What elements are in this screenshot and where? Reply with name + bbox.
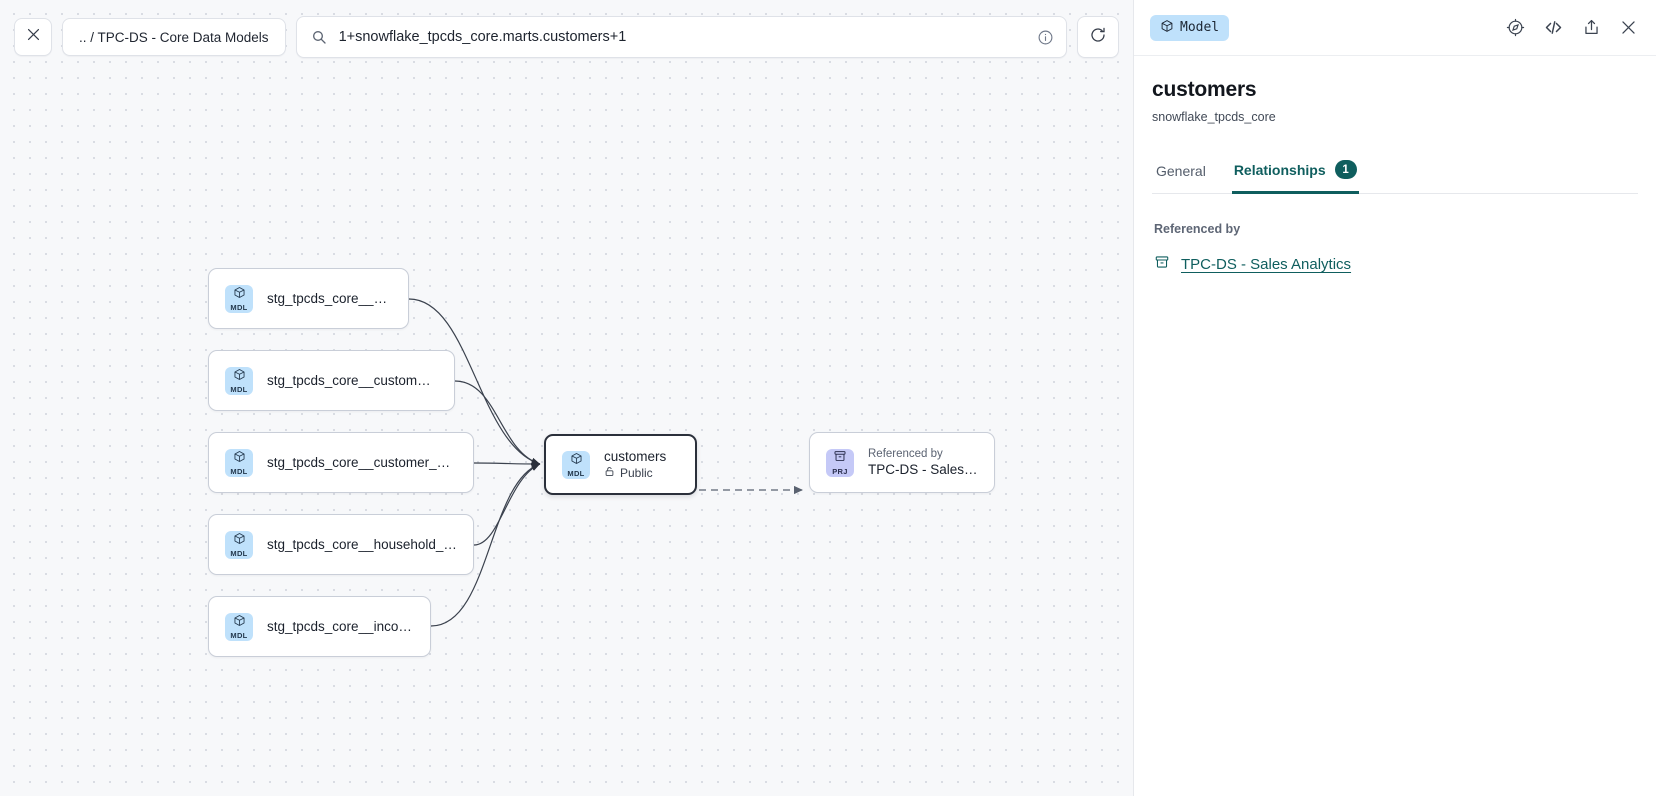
graph-node[interactable]: MDL stg_tpcds_core__household_demogr…	[208, 514, 474, 575]
node-visibility: Public	[604, 466, 666, 480]
node-title: stg_tpcds_core__income_band	[267, 619, 414, 634]
node-title: stg_tpcds_core__customer_demogra…	[267, 455, 457, 470]
cube-icon	[233, 614, 246, 631]
graph-node[interactable]: MDL stg_tpcds_core__income_band	[208, 596, 431, 657]
graph-node[interactable]: MDL stg_tpcds_core__customer	[208, 268, 409, 329]
node-type-label: MDL	[230, 630, 248, 640]
cube-icon	[233, 286, 246, 303]
graph-nodes: MDL stg_tpcds_core__customerMDL stg_tpcds_…	[208, 268, 995, 657]
panel-tabs: General Relationships 1	[1152, 154, 1638, 194]
search-icon	[311, 29, 327, 45]
breadcrumb-label: .. / TPC-DS - Core Data Models	[79, 29, 269, 45]
lock-icon	[604, 466, 615, 480]
referenced-by-label: TPC-DS - Sales Analytics	[1181, 256, 1352, 273]
project-icon	[833, 449, 847, 467]
canvas-toolbar: .. / TPC-DS - Core Data Models	[0, 0, 1133, 74]
close-icon	[25, 26, 42, 48]
tab-label: General	[1156, 163, 1206, 179]
cube-icon	[233, 450, 246, 467]
graph-node[interactable]: MDL stg_tpcds_core__customer_address	[208, 350, 455, 411]
node-type-label: MDL	[230, 384, 248, 394]
share-icon[interactable]	[1582, 18, 1601, 37]
details-panel: Model	[1133, 0, 1656, 796]
node-text: stg_tpcds_core__household_demogr…	[267, 537, 457, 552]
node-text: stg_tpcds_core__customer	[267, 291, 392, 306]
node-text: Referenced by TPC-DS - Sales Analytics	[868, 448, 978, 477]
page-title: customers	[1152, 78, 1257, 101]
node-type-chip-mdl: MDL	[225, 612, 253, 641]
cube-icon	[570, 452, 583, 469]
refresh-button[interactable]	[1077, 16, 1119, 58]
search-input[interactable]	[336, 28, 1027, 46]
info-icon[interactable]	[1037, 29, 1054, 46]
node-title: stg_tpcds_core__customer_address	[267, 373, 438, 388]
node-type-label: PRJ	[832, 467, 848, 477]
node-type-label: MDL	[230, 548, 248, 558]
section-label: Referenced by	[1154, 222, 1241, 236]
node-type-chip-mdl: MDL	[225, 366, 253, 395]
node-title: customers	[604, 449, 667, 464]
entity-type-label: Model	[1180, 20, 1220, 35]
cube-icon	[233, 532, 246, 549]
graph-node-project[interactable]: PRJ Referenced by TPC-DS - Sales Analytics	[809, 432, 995, 493]
node-text: stg_tpcds_core__customer_demogra…	[267, 455, 457, 470]
close-panel-icon[interactable]	[1619, 18, 1638, 37]
tab-relationships[interactable]: Relationships 1	[1231, 154, 1359, 194]
node-title: TPC-DS - Sales Analytics	[868, 462, 978, 477]
node-kicker: Referenced by	[868, 448, 943, 460]
close-lineage-button[interactable]	[14, 18, 52, 56]
referenced-by-list: TPC-DS - Sales Analytics	[1154, 254, 1636, 275]
code-icon[interactable]	[1543, 17, 1564, 38]
node-type-chip-mdl: MDL	[562, 450, 590, 479]
tab-general[interactable]: General	[1154, 157, 1208, 194]
node-type-chip-mdl: MDL	[225, 448, 253, 477]
cube-icon	[1160, 19, 1174, 37]
project-icon	[1154, 254, 1170, 275]
tab-label: Relationships	[1233, 161, 1326, 178]
breadcrumb[interactable]: .. / TPC-DS - Core Data Models	[62, 18, 286, 56]
referenced-by-item[interactable]: TPC-DS - Sales Analytics	[1154, 254, 1636, 275]
node-type-label: MDL	[230, 302, 248, 312]
panel-body: customers snowflake_tpcds_core General Re…	[1134, 56, 1656, 194]
node-title: stg_tpcds_core__household_demogr…	[267, 537, 457, 552]
node-text: stg_tpcds_core__customer_address	[267, 373, 438, 388]
panel-actions	[1506, 17, 1638, 38]
node-title: stg_tpcds_core__customer	[267, 291, 392, 306]
refresh-icon	[1089, 26, 1107, 49]
graph-node[interactable]: MDL stg_tpcds_core__customer_demogra…	[208, 432, 474, 493]
lineage-edges	[408, 298, 803, 627]
node-text: stg_tpcds_core__income_band	[267, 619, 414, 634]
page-subtitle: snowflake_tpcds_core	[1152, 110, 1276, 124]
relationships-section: Referenced by TPC-DS - Sales Analytics	[1134, 194, 1656, 275]
node-visibility-label: Public	[620, 466, 653, 480]
node-type-chip-mdl: MDL	[225, 284, 253, 313]
node-type-chip-mdl: MDL	[225, 530, 253, 559]
search-bar[interactable]	[295, 16, 1067, 58]
explore-icon[interactable]	[1506, 18, 1525, 37]
entity-type-badge[interactable]: Model	[1150, 14, 1230, 41]
lineage-canvas[interactable]: .. / TPC-DS - Core Data Models	[0, 0, 1133, 796]
panel-header: Model	[1134, 0, 1656, 56]
node-type-label: MDL	[567, 468, 585, 478]
cube-icon	[233, 368, 246, 385]
node-type-chip-prj: PRJ	[826, 448, 854, 477]
tab-badge: 1	[1334, 160, 1357, 179]
node-type-label: MDL	[230, 466, 248, 476]
